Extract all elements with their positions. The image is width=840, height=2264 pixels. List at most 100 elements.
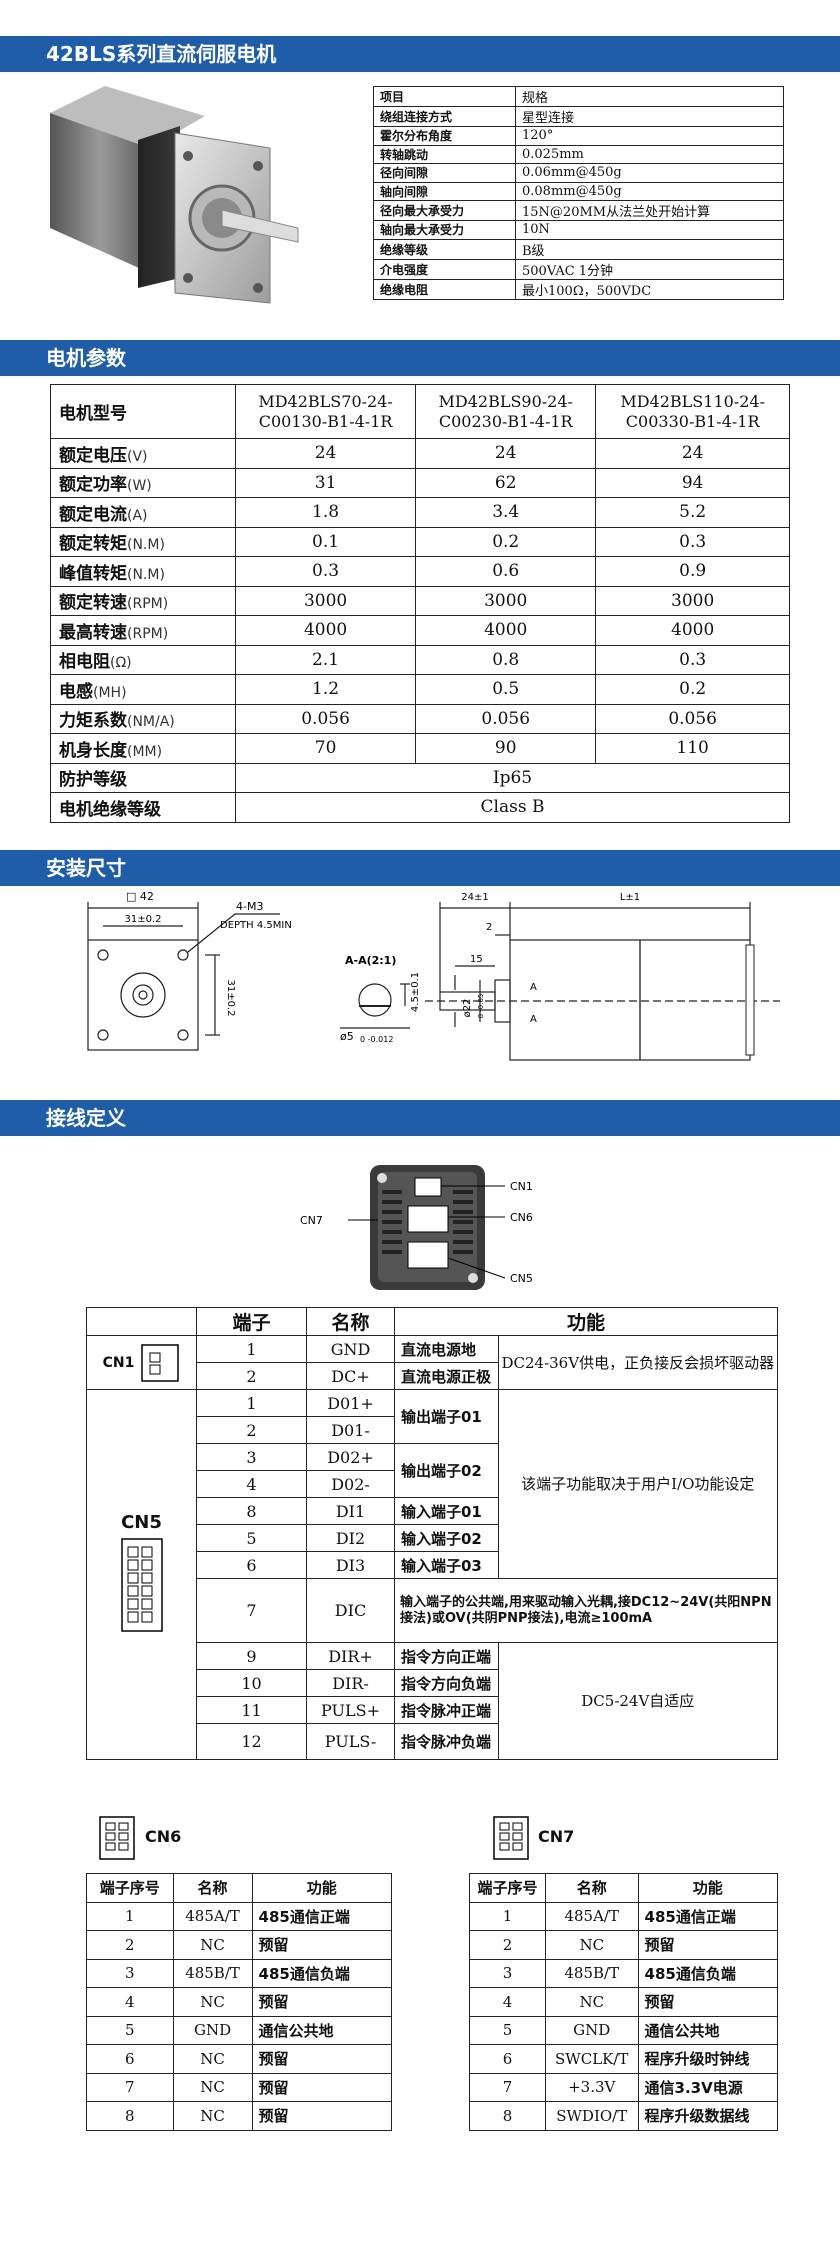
- spec-key: 轴向最大承受力: [373, 220, 516, 240]
- param-label: 峰值转矩: [59, 563, 127, 584]
- pin-name: SWDIO/T: [544, 2101, 639, 2131]
- param-value: 3000: [595, 585, 790, 616]
- pin-name: NC: [544, 1930, 639, 1960]
- spec-row: 绕组连接方式星型连接: [373, 106, 784, 127]
- drive-label-cn6: CN6: [510, 1211, 533, 1224]
- cn7-header: 功能: [637, 1873, 779, 1903]
- param-value: 0.3: [595, 526, 790, 557]
- param-value: 31: [234, 467, 417, 498]
- wiring-header: 名称: [306, 1307, 395, 1336]
- pin-name: DIC: [306, 1578, 395, 1643]
- pin-number: 4: [86, 1987, 174, 2017]
- dim-len24: 24±1: [461, 892, 488, 903]
- cn1-label: CN1: [102, 1354, 135, 1371]
- param-value: 0.8: [415, 644, 597, 675]
- cn1-cell: CN1: [86, 1335, 197, 1390]
- dim-len2: 2: [486, 922, 492, 933]
- pin-function: 485通信正端: [251, 1901, 393, 1931]
- param-label: 最高转速: [59, 622, 127, 643]
- spec-key: 绕组连接方式: [373, 106, 516, 127]
- spec-value: 0.025mm: [515, 144, 784, 164]
- param-value: 4000: [595, 615, 790, 646]
- param-value: 0.6: [415, 556, 597, 587]
- model-name-line2: C00330-B1-4-1R: [625, 411, 760, 431]
- cn7-header: 名称: [544, 1873, 639, 1903]
- spec-value: 星型连接: [515, 106, 784, 127]
- dim-holes: 4-M3: [236, 900, 263, 913]
- spec-key: 转轴跳动: [373, 144, 516, 164]
- io-note: 该端子功能取决于用户I/O功能设定: [497, 1389, 779, 1579]
- pin-number: 4: [196, 1470, 307, 1498]
- section-title-params: 电机参数: [0, 340, 840, 376]
- cn6-title: CN6: [145, 1827, 182, 1846]
- pin-name: DIR-: [306, 1669, 395, 1697]
- pin-function: 预留: [251, 1987, 393, 2017]
- param-value: 94: [595, 467, 790, 498]
- param-value: 0.2: [595, 674, 790, 705]
- pin-number: 2: [196, 1416, 307, 1444]
- param-label: 机身长度: [59, 740, 127, 761]
- param-name: 机身长度(MM): [50, 733, 236, 764]
- cn7-title: CN7: [538, 1827, 575, 1846]
- pin-name: DC+: [306, 1362, 395, 1390]
- pin-name: NC: [172, 2044, 253, 2074]
- pin-name: PULS+: [306, 1696, 395, 1724]
- drive-connector-diagram: CN1 CN6 CN7 CN5: [300, 1165, 533, 1290]
- param-label: 额定电流: [59, 504, 127, 525]
- pin-number: 7: [469, 2072, 546, 2102]
- param-value: 110: [595, 733, 790, 764]
- param-label: 额定功率: [59, 475, 127, 496]
- model-name-line1: MD42BLS90-24-: [438, 391, 573, 411]
- pin-name: D02+: [306, 1443, 395, 1471]
- wiring-header: 端子: [196, 1307, 307, 1336]
- param-label: 力矩系数: [59, 711, 127, 732]
- section-title-wiring: 接线定义: [0, 1100, 840, 1136]
- param-name: 额定转速(RPM): [50, 585, 236, 616]
- param-value: 4000: [415, 615, 597, 646]
- pin-number: 5: [86, 2015, 174, 2045]
- param-unit: (V): [127, 448, 148, 465]
- dim-pilot-tol: 0 -0.05: [477, 994, 485, 1019]
- cn6-header-row: 端子序号名称功能: [86, 1873, 393, 1903]
- pin-name: D01-: [306, 1416, 395, 1444]
- param-value: 24: [595, 438, 790, 469]
- spec-value: B级: [515, 238, 784, 260]
- cn6-header: 端子序号: [86, 1873, 174, 1903]
- pin-function: 485通信负端: [637, 1958, 779, 1988]
- pin-name: DI2: [306, 1524, 395, 1552]
- pin-number: 2: [86, 1930, 174, 1960]
- model-name-line2: C00230-B1-4-1R: [438, 411, 573, 431]
- cn5-label: CN5: [121, 1512, 162, 1533]
- section-title-dimensions: 安装尺寸: [0, 850, 840, 886]
- param-value: 0.056: [595, 703, 790, 734]
- param-unit: (Ω): [110, 655, 132, 672]
- param-label: 额定转矩: [59, 534, 127, 555]
- pin-number: 8: [469, 2101, 546, 2131]
- param-label: 额定电压: [59, 445, 127, 466]
- cn7-header: 端子序号: [469, 1873, 546, 1903]
- pin-name: 485B/T: [172, 1958, 253, 1988]
- param-value: 3.4: [415, 497, 597, 528]
- spec-key: 绝缘等级: [373, 238, 516, 260]
- pin-number: 4: [469, 1987, 546, 2017]
